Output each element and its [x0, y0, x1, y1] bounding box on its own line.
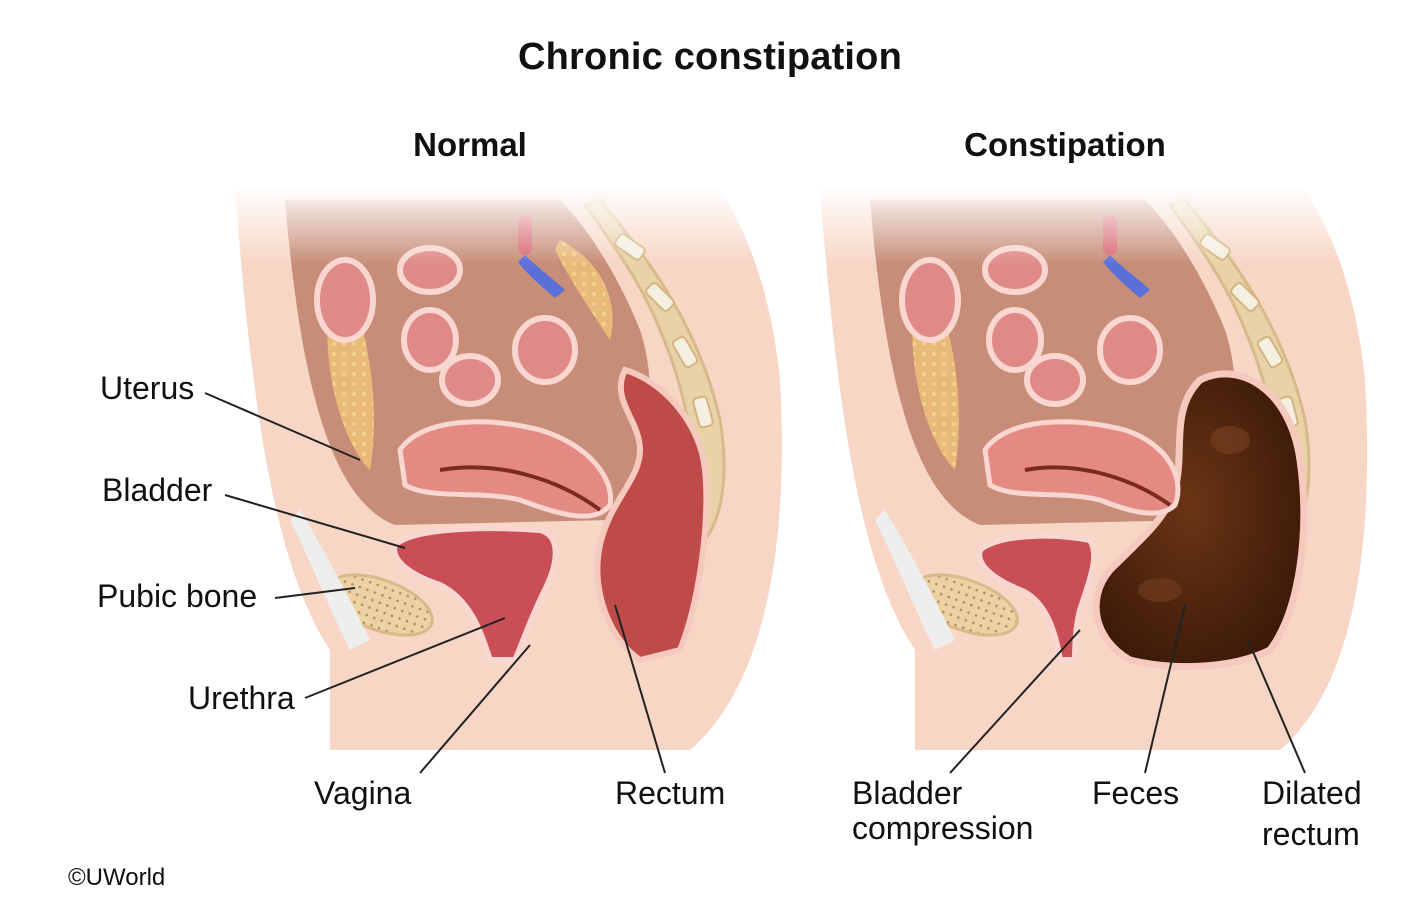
copyright-notice: ©UWorld: [68, 864, 166, 891]
normal-bowel-loops: [314, 245, 578, 407]
label-bladder-compression-line2: compression: [852, 810, 1034, 846]
urethra-leader: [304, 617, 506, 699]
dilated-rectum-leader: [1247, 639, 1306, 774]
pubic-bone-leader: [274, 587, 356, 599]
label-vagina: Vagina: [314, 775, 412, 811]
label-feces: Feces: [1092, 775, 1180, 811]
bladder-compression-leader: [949, 629, 1081, 774]
feces-leader: [1144, 604, 1186, 774]
rectum-leader: [614, 604, 666, 774]
label-uterus: Uterus: [100, 370, 195, 406]
label-urethra: Urethra: [188, 680, 295, 716]
constipation-panel-heading: Constipation: [964, 126, 1166, 163]
constipation-panel: [805, 185, 1385, 750]
figure-title: Chronic constipation: [518, 36, 902, 78]
normal-panel: [220, 185, 800, 750]
label-dilated-rectum-line2: rectum: [1262, 816, 1360, 852]
uterus-leader: [204, 392, 361, 461]
label-bladder-compression-line1: Bladder: [852, 775, 963, 811]
compressed-bladder: [976, 532, 1098, 663]
label-dilated-rectum-line1: Dilated: [1262, 775, 1362, 811]
label-bladder: Bladder: [102, 472, 213, 508]
bladder-leader: [224, 494, 406, 549]
normal-vein: [518, 255, 565, 298]
normal-rectum: [594, 366, 710, 664]
normal-bladder: [391, 525, 559, 663]
normal-panel-heading: Normal: [413, 126, 527, 163]
vagina-leader: [419, 644, 531, 774]
leader-lines: [204, 392, 1306, 774]
label-pubic-bone: Pubic bone: [97, 578, 258, 614]
constipation-vein: [1103, 255, 1150, 298]
constipation-bowel-loops: [899, 245, 1163, 407]
label-rectum: Rectum: [615, 775, 726, 811]
